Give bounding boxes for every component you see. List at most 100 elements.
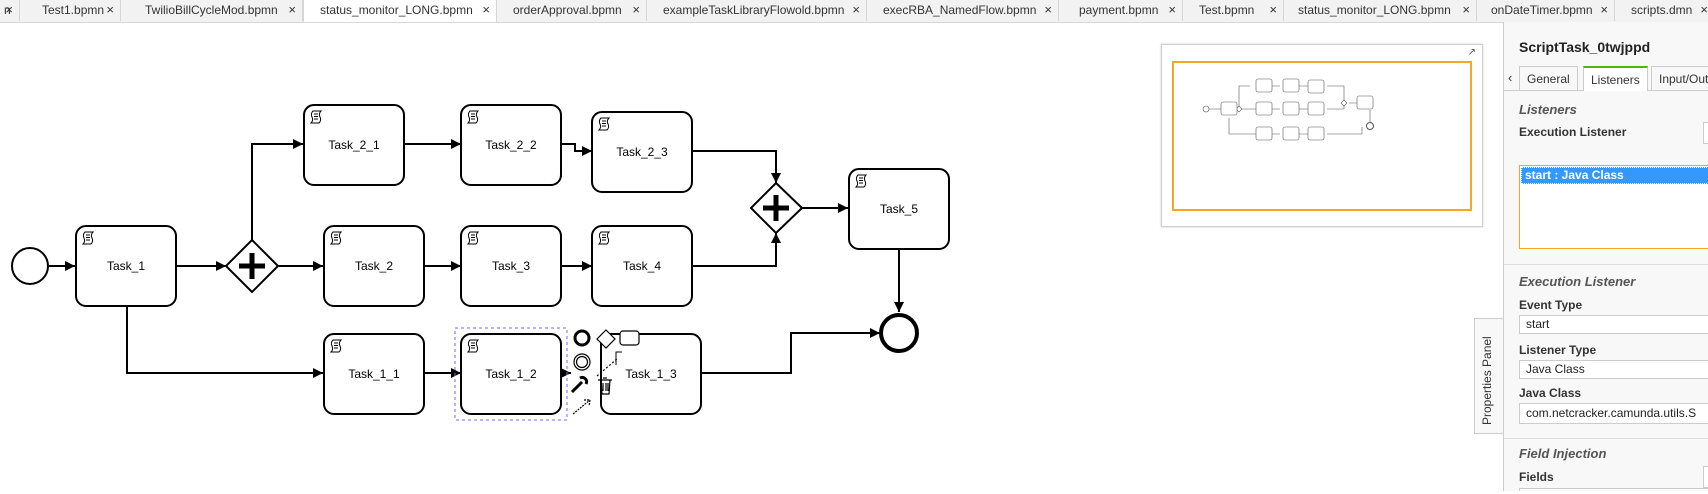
task-label: Task_1 (107, 259, 145, 273)
file-tab[interactable]: onDateTimer.bpmn × (1477, 0, 1615, 21)
task-task-5[interactable]: Task_5 (848, 168, 950, 250)
append-gateway-icon (596, 329, 616, 349)
file-tab[interactable]: orderApproval.bpmn × (497, 0, 647, 21)
connect-arrow-icon (572, 399, 591, 415)
task-label: Task_1_2 (485, 367, 537, 381)
tab-label: onDateTimer.bpmn (1491, 3, 1593, 17)
task-label: Task_1_1 (348, 367, 400, 381)
file-tab[interactable]: TwilioBillCycleMod.bpmn × (121, 0, 303, 21)
close-icon[interactable]: × (106, 2, 114, 17)
tab-label: n (4, 3, 11, 17)
task-task-1-1[interactable]: Task_1_1 (323, 333, 425, 415)
task-label: Task_1_3 (625, 367, 677, 381)
file-tab[interactable]: scripts.dmn × (1615, 0, 1708, 21)
sequence-flow (561, 143, 592, 156)
association-icon (596, 357, 619, 377)
minimap-collapse-icon[interactable]: ↗ (1467, 47, 1476, 58)
parallel-gateway (749, 181, 804, 235)
element-id-title: ScriptTask_0twjppd (1519, 39, 1651, 55)
close-icon[interactable]: × (1600, 2, 1608, 17)
listener-type-label: Listener Type (1519, 343, 1597, 357)
end-event (879, 313, 919, 353)
file-tab[interactable]: execRBA_NamedFlow.bpmn × (867, 0, 1059, 21)
close-icon[interactable]: × (632, 2, 640, 17)
file-tab[interactable]: status_monitor_LONG.bpmn × (1284, 0, 1477, 21)
divider (1504, 264, 1708, 265)
fields-list[interactable] (1519, 488, 1708, 491)
tab-label: status_monitor_LONG.bpmn (320, 3, 473, 17)
tab-label: execRBA_NamedFlow.bpmn (883, 3, 1037, 17)
parallel-gateway (224, 238, 280, 294)
append-end-event-icon (573, 329, 591, 347)
tab-label: Test1.bpmn (42, 3, 105, 17)
task-label: Task_2_3 (616, 145, 668, 159)
close-icon[interactable]: × (482, 2, 490, 17)
event-type-select[interactable]: start (1519, 315, 1708, 334)
task-task-2-2[interactable]: Task_2_2 (460, 104, 562, 186)
add-field-button[interactable] (1703, 466, 1708, 488)
listener-type-select[interactable]: Java Class (1519, 360, 1708, 379)
chevron-left-icon[interactable]: ‹ (1508, 70, 1513, 85)
file-tab[interactable]: exampleTaskLibraryFlowold.bpmn × (647, 0, 867, 21)
task-label: Task_2 (355, 259, 393, 273)
task-label: Task_5 (880, 202, 918, 216)
close-icon[interactable]: × (852, 2, 860, 17)
fields-label: Fields (1519, 470, 1554, 484)
file-tab[interactable]: Test.bpmn × (1183, 0, 1284, 21)
start-event (11, 247, 49, 285)
task-task-1[interactable]: Task_1 (75, 225, 177, 307)
tab-label: status_monitor_LONG.bpmn (1298, 3, 1451, 17)
execution-listener-list[interactable]: start : Java Class (1519, 165, 1708, 249)
file-tab[interactable]: payment.bpmn× (1059, 0, 1183, 21)
minimap-diagram-preview (1202, 78, 1374, 141)
tab-label: TwilioBillCycleMod.bpmn (145, 3, 278, 17)
task-task-2[interactable]: Task_2 (323, 225, 425, 307)
java-class-input[interactable]: com.netcracker.camunda.utils.S (1519, 403, 1708, 424)
close-icon[interactable]: × (1700, 2, 1708, 17)
text-annotation-icon (615, 351, 622, 365)
file-tab[interactable]: Test1.bpmn× (20, 0, 121, 21)
task-task-2-1[interactable]: Task_2_1 (303, 104, 405, 186)
task-task-1-2-selected[interactable]: Task_1_2 (454, 327, 568, 421)
task-task-4[interactable]: Task_4 (591, 225, 693, 307)
minimap-viewport[interactable] (1172, 61, 1472, 211)
tab-label: exampleTaskLibraryFlowold.bpmn (663, 3, 845, 17)
tab-label: Test.bpmn (1199, 3, 1255, 17)
properties-panel: ScriptTask_0twjppd ‹ General Listeners I… (1503, 22, 1708, 491)
tab-general[interactable]: General (1519, 66, 1578, 90)
add-listener-button[interactable] (1703, 122, 1708, 144)
listener-item-selected[interactable]: start : Java Class (1521, 167, 1708, 184)
task-task-3[interactable]: Task_3 (460, 225, 562, 307)
tab-listeners[interactable]: Listeners (1583, 66, 1648, 91)
task-label: Task_2_1 (328, 138, 380, 152)
field-injection-heading: Field Injection (1519, 446, 1607, 461)
bpmn-canvas[interactable]: Task_1 Task_2_1 Task_2_2 Task_2_3 Task_2… (0, 23, 1470, 491)
properties-panel-toggle[interactable]: Properties Panel (1474, 318, 1503, 434)
close-icon[interactable]: × (5, 2, 13, 17)
close-icon[interactable]: × (1269, 2, 1277, 17)
file-tab-active[interactable]: status_monitor_LONG.bpmn × (303, 0, 497, 22)
context-pad[interactable] (570, 329, 640, 415)
sequence-flow (692, 150, 781, 183)
close-icon[interactable]: × (288, 2, 296, 17)
close-icon[interactable]: × (1168, 2, 1176, 17)
tab-label: orderApproval.bpmn (513, 3, 622, 17)
tab-label: scripts.dmn (1631, 3, 1693, 17)
execution-listener-heading: Execution Listener (1519, 274, 1636, 289)
execution-listener-label: Execution Listener (1519, 125, 1627, 139)
properties-tabs: ‹ General Listeners Input/Out (1504, 66, 1708, 91)
close-icon[interactable]: × (1044, 2, 1052, 17)
event-type-label: Event Type (1519, 298, 1583, 312)
file-tab[interactable]: n× (0, 0, 20, 21)
task-task-1-3[interactable]: Task_1_3 (600, 333, 702, 415)
tab-input-output[interactable]: Input/Out (1651, 66, 1708, 90)
task-label: Task_3 (492, 259, 530, 273)
append-task-icon (619, 330, 640, 346)
task-task-2-3[interactable]: Task_2_3 (591, 111, 693, 193)
properties-panel-toggle-label: Properties Panel (1480, 336, 1494, 425)
divider (1504, 438, 1708, 439)
sequence-flow (701, 328, 880, 374)
minimap[interactable]: ↗ (1161, 44, 1483, 227)
sequence-flow (692, 233, 781, 267)
close-icon[interactable]: × (1462, 2, 1470, 17)
